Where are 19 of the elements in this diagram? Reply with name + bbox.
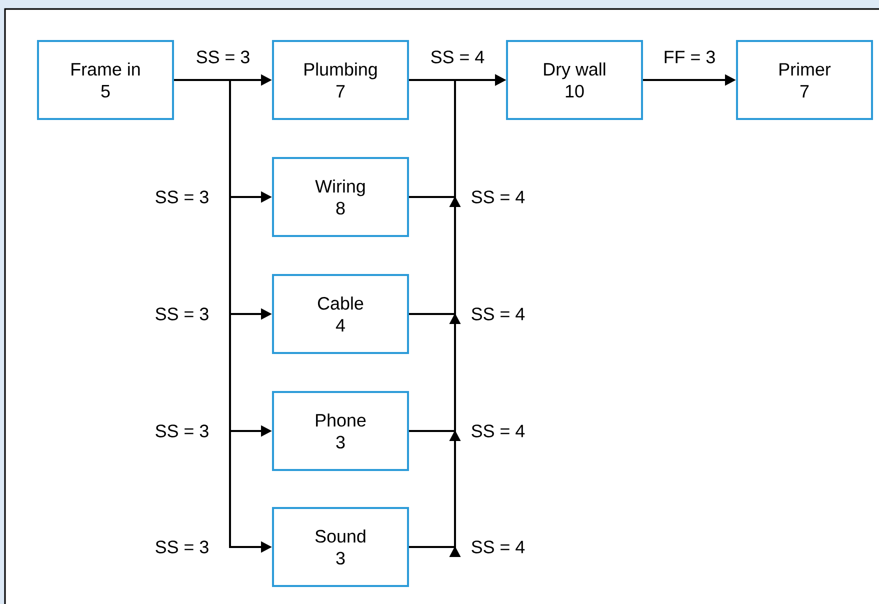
edge-label: SS = 3 <box>154 424 210 438</box>
edge-label: SS = 4 <box>470 306 526 322</box>
task-box: Wiring 8 <box>272 157 409 237</box>
task-box: Primer 7 <box>736 40 873 120</box>
task-box: Plumbing 7 <box>272 40 409 120</box>
edge-label: SS = 4 <box>470 424 526 438</box>
task-box: Dry wall 10 <box>506 40 643 120</box>
task-box: Cable 4 <box>272 274 409 354</box>
task-box: Phone 3 <box>272 391 409 471</box>
edge-label: FF = 3 <box>662 50 717 64</box>
task-box: Frame in 5 <box>37 40 174 120</box>
edge-label: SS = 4 <box>429 50 486 64</box>
edge-label: SS = 3 <box>154 190 210 204</box>
edge-label: SS = 3 <box>154 540 210 554</box>
edge-label: SS = 3 <box>154 306 210 322</box>
task-box: Sound 3 <box>272 507 409 587</box>
edge-label: SS = 4 <box>470 540 526 554</box>
edge-label: SS = 4 <box>470 190 526 204</box>
edge-label: SS = 3 <box>194 50 252 64</box>
